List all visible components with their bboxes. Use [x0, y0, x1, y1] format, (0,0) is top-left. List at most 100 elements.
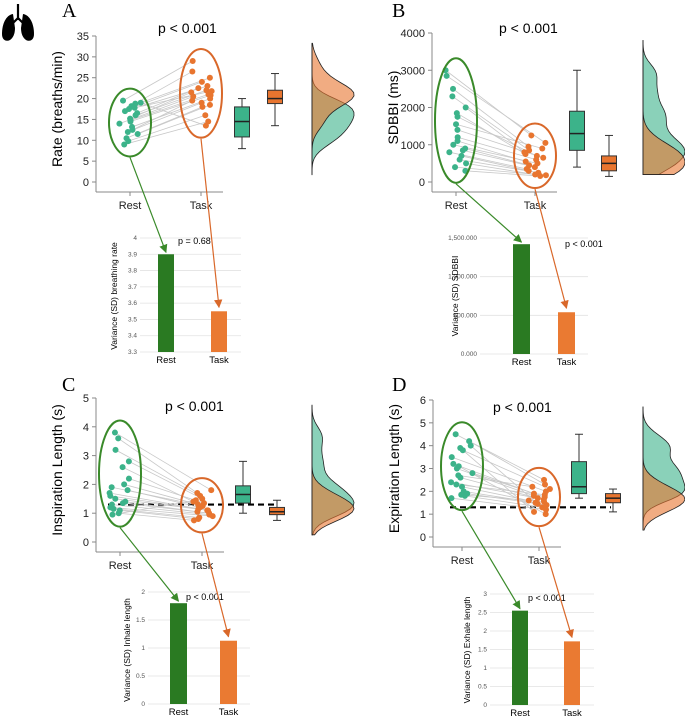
inset-bar-rest — [512, 610, 528, 705]
rest-point — [119, 500, 126, 507]
rest-point — [121, 481, 128, 488]
rest-point — [124, 128, 131, 135]
rest-point — [131, 104, 138, 111]
rest-point — [124, 487, 131, 494]
task-density — [311, 42, 355, 175]
task-point — [198, 78, 205, 85]
rest-arrow — [461, 510, 521, 610]
task-point — [204, 507, 211, 514]
task-point — [202, 122, 209, 129]
paired-line — [113, 508, 200, 518]
paired-line — [450, 481, 544, 500]
rest-point — [125, 458, 132, 465]
rest-boxplot — [234, 98, 250, 150]
rest-point — [463, 160, 470, 167]
p-value: p < 0.001 — [493, 399, 552, 415]
inset-x-label: Rest — [510, 708, 530, 717]
inset-y-tick-label: 1,000.000 — [448, 274, 477, 281]
inset-y-tick-label: 0 — [141, 701, 145, 708]
rest-point — [458, 491, 465, 498]
x-tick-label: Task — [191, 560, 214, 572]
inset-bar-rest — [170, 603, 187, 704]
paired-line — [131, 98, 211, 128]
inset-y-axis-label: Variance (SD) breathing rate — [109, 242, 119, 350]
paired-line — [445, 69, 532, 136]
rest-point — [112, 446, 119, 453]
rest-point — [106, 490, 113, 497]
y-tick-label: 1 — [420, 509, 426, 521]
task-point — [208, 88, 215, 95]
task-point — [542, 481, 549, 488]
rest-point — [134, 131, 141, 138]
rest-point — [467, 442, 474, 449]
rest-boxplot — [571, 433, 587, 499]
inset-y-tick-label: 1,500.000 — [448, 235, 477, 242]
task-point — [190, 517, 197, 524]
y-tick-label: 2 — [83, 479, 89, 491]
paired-line — [118, 437, 198, 494]
task-arrow — [538, 526, 574, 639]
y-tick-label: 1000 — [401, 140, 425, 152]
inset-x-label: Task — [209, 355, 229, 366]
y-tick-label: 5 — [420, 418, 426, 430]
inset-y-tick-label: 3.5 — [128, 316, 137, 323]
task-point — [541, 476, 548, 483]
p-value: p < 0.001 — [499, 20, 558, 36]
inset-x-label: Task — [557, 357, 577, 368]
y-axis-label: Inspiration Length (s) — [49, 404, 65, 536]
paired-line — [462, 449, 551, 490]
y-tick-label: 30 — [77, 52, 89, 64]
task-point — [192, 497, 199, 504]
rest-point — [452, 164, 459, 171]
rest-point — [120, 97, 127, 104]
task-point — [209, 513, 216, 520]
task-point — [531, 508, 538, 515]
inset-y-axis-label: Variance (SD) SDBBI — [450, 256, 460, 337]
y-axis-label: Rate (breaths/min) — [49, 51, 65, 167]
x-tick-label: Task — [524, 200, 547, 212]
y-tick-label: 0 — [420, 532, 426, 544]
inset-bar-rest — [513, 244, 530, 354]
task-point — [195, 85, 202, 92]
rest-point — [466, 438, 473, 445]
inset-y-tick-label: 2.5 — [478, 610, 487, 617]
task-point — [199, 103, 206, 110]
rest-ellipse — [98, 419, 142, 528]
inset-y-tick-label: 3.8 — [128, 268, 137, 275]
rest-point — [462, 104, 469, 111]
inset-y-tick-label: 1 — [141, 645, 145, 652]
rest-arrow — [129, 157, 168, 254]
x-tick-label: Rest — [119, 200, 142, 212]
inset-y-axis-label: Variance (SD) Inhale length — [122, 598, 132, 702]
paired-line — [452, 88, 529, 147]
task-point — [532, 171, 539, 178]
y-tick-label: 3 — [83, 451, 89, 463]
inset-y-tick-label: 3.9 — [128, 251, 137, 258]
task-point — [208, 487, 215, 494]
task-point — [194, 508, 201, 515]
inset-y-tick-label: 0.000 — [461, 351, 478, 358]
rest-point — [125, 475, 132, 482]
rest-point — [137, 99, 144, 106]
rest-point — [453, 481, 460, 488]
inset-y-tick-label: 1.5 — [478, 647, 487, 654]
task-point — [526, 147, 533, 154]
paired-line — [128, 114, 206, 142]
paired-line — [110, 495, 199, 510]
inset-y-tick-label: 3.7 — [128, 284, 137, 291]
rest-point — [446, 149, 453, 156]
paired-line — [465, 148, 530, 166]
task-point — [531, 164, 538, 171]
y-tick-label: 4 — [420, 441, 426, 453]
inset-bar-task — [558, 312, 575, 354]
rest-point — [111, 429, 118, 436]
rest-point — [121, 108, 128, 115]
box-iqr — [267, 89, 283, 105]
rest-point — [121, 141, 128, 148]
inset-y-axis-label: Variance (SD) Exhale length — [462, 596, 472, 703]
paired-line — [132, 100, 193, 131]
